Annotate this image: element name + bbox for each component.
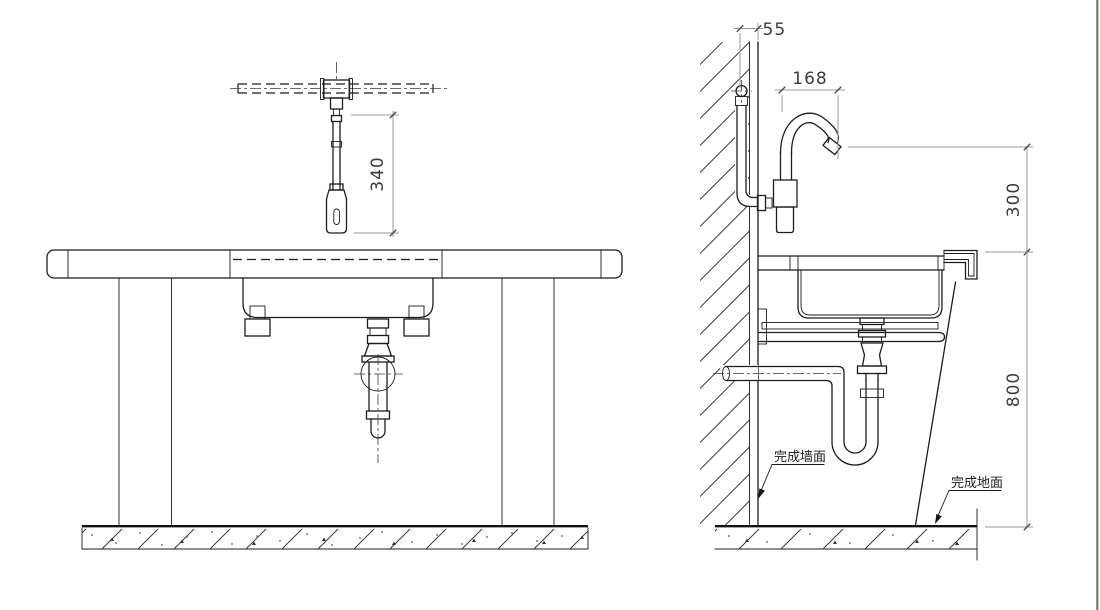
slanted-support-leg <box>914 281 957 526</box>
leader-arrow <box>758 488 765 499</box>
floor-hatch-front <box>82 529 588 549</box>
sink-bowl-side <box>757 269 946 345</box>
support-rail-lower <box>757 331 946 343</box>
dim-text-168: 168 <box>792 69 827 89</box>
finished-wall-label: 完成墙面 <box>774 450 826 465</box>
dim-text-800: 800 <box>1004 372 1024 407</box>
dimension-55: 55 <box>734 20 787 88</box>
stand-legs-front <box>118 277 555 526</box>
floor-side <box>714 508 978 561</box>
dim-text-340: 340 <box>368 156 388 191</box>
floor-hatch-side <box>715 529 970 549</box>
gooseneck-spout <box>779 112 842 181</box>
dimension-300: 300 <box>848 143 1033 256</box>
wall-bracket <box>757 308 767 345</box>
trap-bottle <box>860 342 884 367</box>
countertop-front <box>46 249 623 279</box>
supply-connector-nut <box>756 194 767 212</box>
finished-wall-callout: 完成墙面 <box>758 450 826 499</box>
counter-edge-lip <box>943 249 978 280</box>
countertop-side <box>757 249 978 280</box>
side-view: 55 168 300 800 完成墙面 完成地面 <box>700 20 1033 561</box>
dim-text-55: 55 <box>763 20 787 40</box>
trap-coupling <box>860 388 884 398</box>
concealed-supply-pipe <box>230 62 447 94</box>
mounting-clamp-right <box>403 305 430 337</box>
p-trap <box>713 317 888 466</box>
dimension-800: 800 <box>985 252 1033 531</box>
mounting-clamp-left <box>244 305 271 337</box>
floor-front <box>81 525 589 550</box>
wall-hatch <box>700 42 750 525</box>
support-rail-upper <box>761 322 939 330</box>
tee-fitting <box>320 78 353 117</box>
front-view: 340 <box>46 62 623 550</box>
leader-arrow <box>935 513 942 524</box>
dimension-340: 340 <box>351 111 399 237</box>
finished-floor-label: 完成地面 <box>951 476 1003 491</box>
drain-tailpiece-front <box>354 318 403 463</box>
sensor-faucet-front <box>325 114 348 234</box>
aggregate-dots <box>91 531 584 546</box>
dim-text-300: 300 <box>1004 182 1024 217</box>
wall-section <box>700 41 759 526</box>
dimension-168: 168 <box>775 69 845 159</box>
drain-pipe-to-wall <box>720 365 758 381</box>
finished-floor-callout: 完成地面 <box>935 476 1003 524</box>
sink-bowl-front <box>242 277 434 337</box>
supply-pipe-side <box>731 80 759 208</box>
sensor-window <box>333 208 340 225</box>
sensor-faucet-side <box>756 112 842 234</box>
